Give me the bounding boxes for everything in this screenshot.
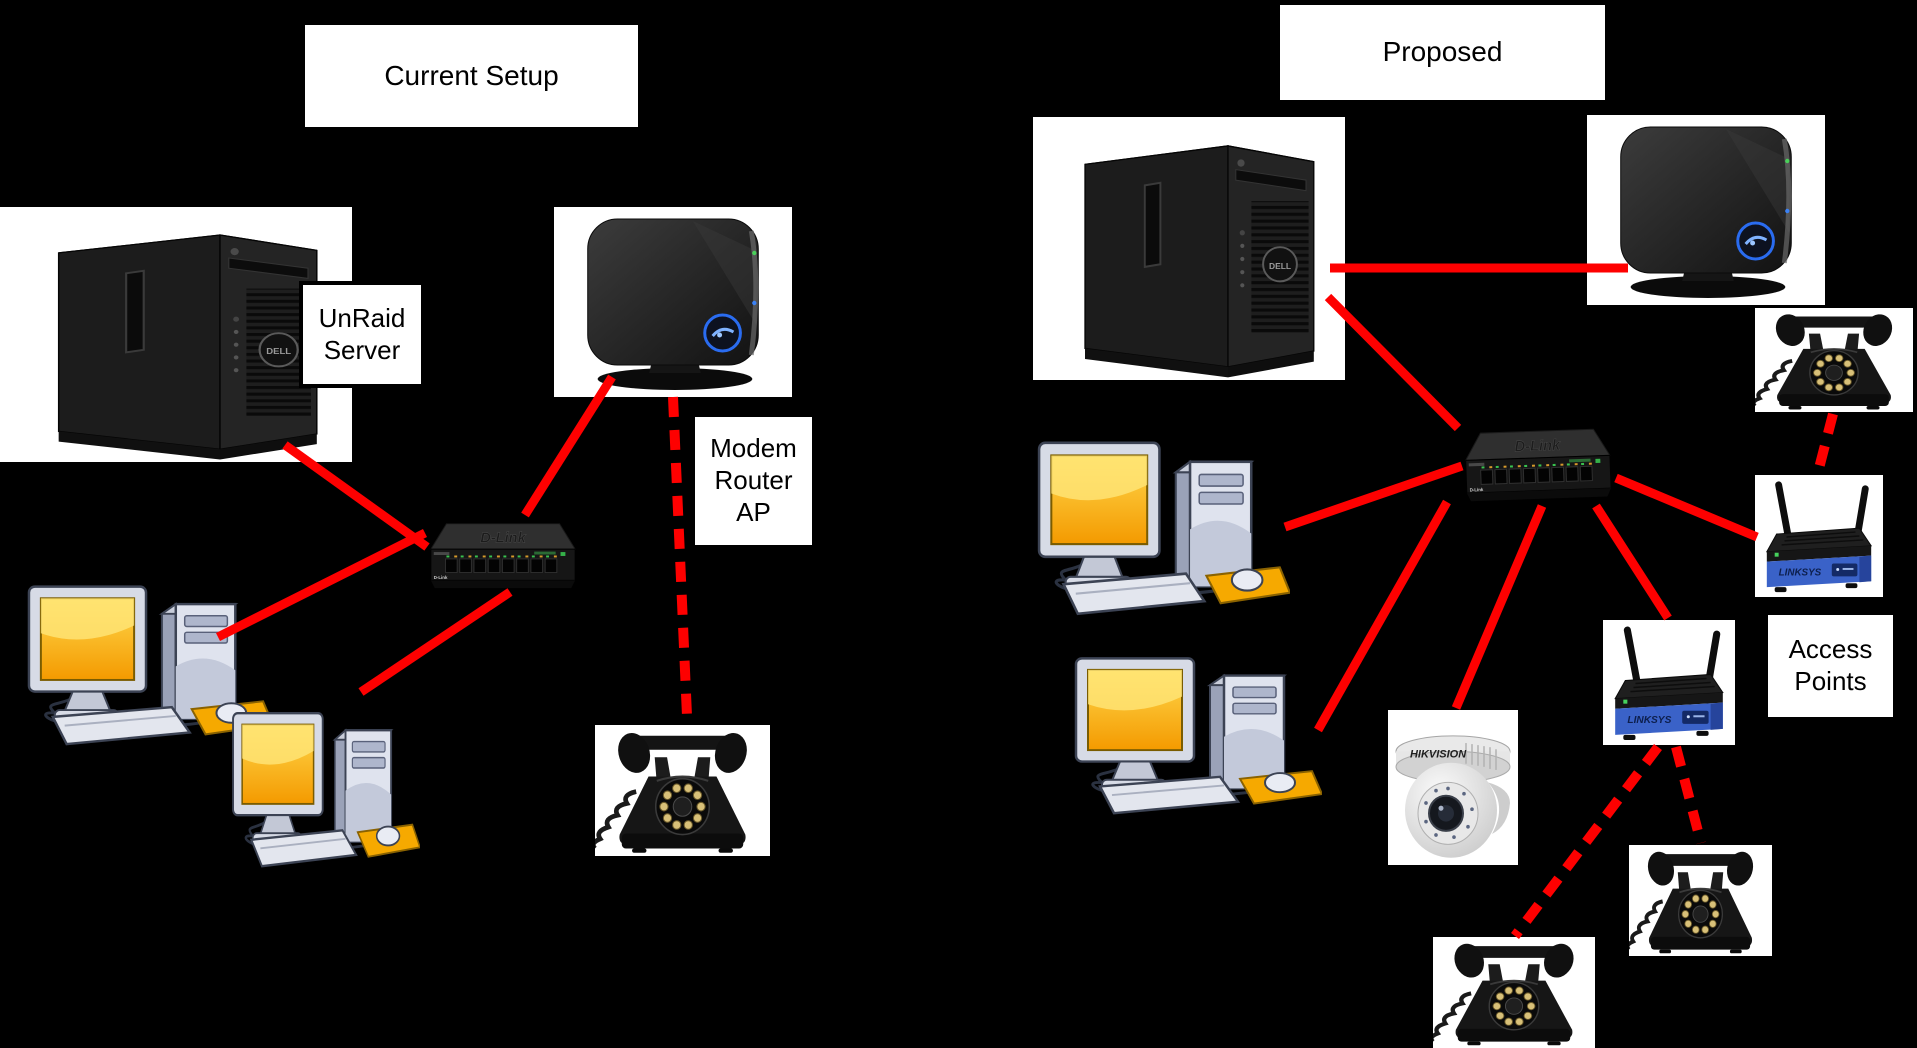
- connector-proposed-ap-2-to-proposed-phone-2: [1671, 745, 1706, 845]
- proposed-title-text: Proposed: [1382, 36, 1503, 68]
- connector-current-modem-to-current-switch: [521, 374, 616, 518]
- connector-proposed-switch-to-proposed-computer-2: [1314, 499, 1451, 733]
- connector-proposed-switch-to-proposed-camera: [1451, 504, 1547, 710]
- proposed-camera-image: [1388, 710, 1518, 865]
- proposed-computer-1-image: [1035, 428, 1290, 618]
- unraid-label-line: UnRaid: [318, 302, 406, 333]
- current-server-image: [0, 207, 352, 462]
- proposed-phone-2-image: [1629, 845, 1772, 956]
- current-phone-image: [595, 725, 770, 856]
- modem-router-ap-label: Modem Router AP: [695, 417, 812, 545]
- proposed-modem-image: [1587, 115, 1825, 305]
- proposed-ap-1-image: [1755, 475, 1883, 597]
- access-points-label-line: Access: [1788, 634, 1873, 665]
- proposed-switch-image: [1459, 420, 1618, 507]
- proposed-computer-2-image: [1072, 645, 1322, 817]
- connector-proposed-switch-to-proposed-ap-2: [1592, 503, 1672, 621]
- proposed-ap-2-image: [1603, 620, 1735, 745]
- connector-proposed-switch-to-proposed-computer-1: [1283, 461, 1464, 532]
- modem-label-line: Router: [714, 465, 793, 496]
- proposed-title: Proposed: [1280, 5, 1605, 100]
- proposed-server-image: [1033, 117, 1345, 380]
- current-setup-title: Current Setup: [305, 25, 638, 127]
- modem-label-line: Modem: [710, 433, 797, 464]
- connector-current-modem-to-current-phone: [668, 396, 692, 717]
- modem-label-line: AP: [736, 496, 771, 527]
- connector-proposed-server-to-proposed-switch: [1324, 293, 1462, 432]
- current-computer-2-image: [230, 700, 420, 870]
- unraid-server-label: UnRaid Server: [299, 281, 425, 388]
- connector-proposed-phone-1-to-proposed-ap-1: [1812, 412, 1838, 478]
- proposed-phone-1-image: [1755, 308, 1913, 412]
- proposed-phone-3-image: [1433, 937, 1595, 1048]
- current-setup-title-text: Current Setup: [384, 59, 559, 91]
- current-modem-image: [554, 207, 792, 397]
- connector-current-switch-to-current-computer-2: [358, 588, 513, 696]
- access-points-label-line: Points: [1794, 666, 1867, 696]
- unraid-label-line: Server: [323, 334, 401, 365]
- connector-proposed-switch-to-proposed-ap-1: [1614, 473, 1759, 542]
- current-switch-image: [425, 516, 581, 594]
- access-points-label: Access Points: [1768, 615, 1893, 717]
